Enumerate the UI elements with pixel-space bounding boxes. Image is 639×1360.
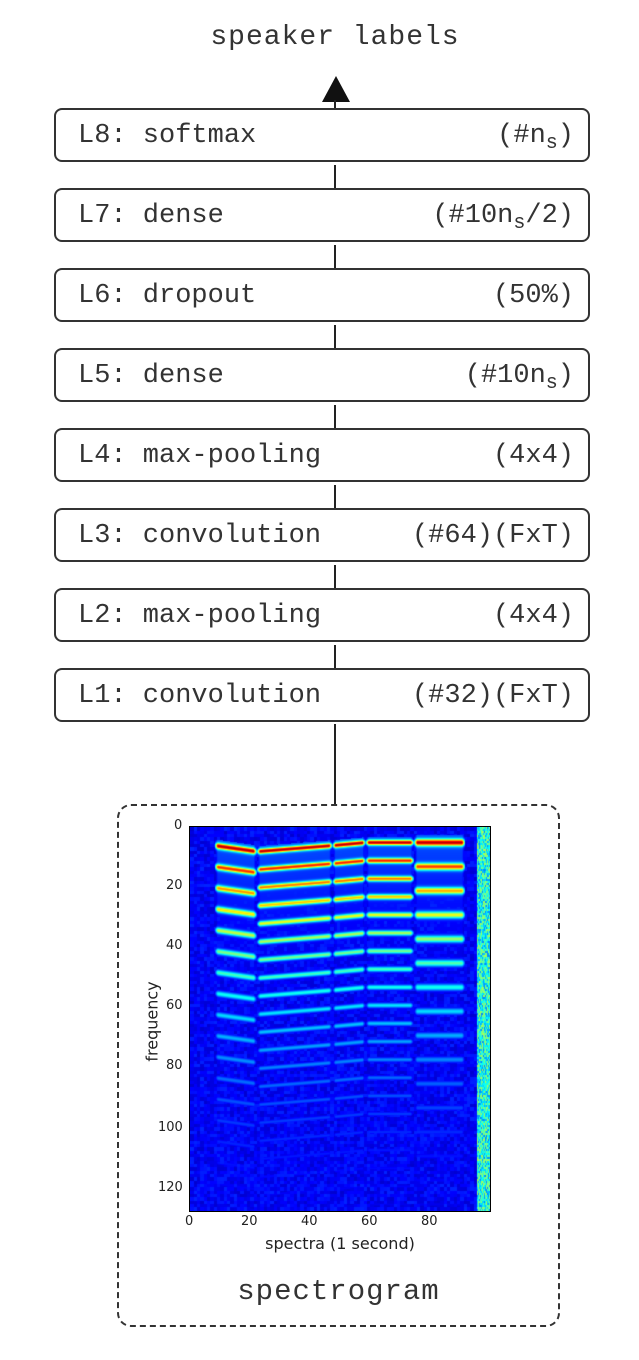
layer-box-l3: L3: convolution (#64)(FxT) (54, 508, 590, 562)
layer-name: L3: convolution (78, 521, 322, 551)
layer-box-l8: L8: softmax (#ns) (54, 108, 590, 162)
connector (334, 405, 336, 429)
spectrogram-heatmap (190, 827, 490, 1211)
output-label: speaker labels (210, 22, 460, 53)
x-tick-label: 40 (301, 1214, 318, 1229)
connector (334, 325, 336, 349)
layer-name: L1: convolution (78, 681, 322, 711)
layer-param: (50%) (492, 281, 574, 311)
x-tick-label: 20 (241, 1214, 258, 1229)
y-tick-label: 0 (174, 818, 183, 833)
connector (334, 565, 336, 589)
layer-name: L2: max-pooling (78, 601, 322, 631)
connector (334, 165, 336, 189)
layer-param: (#64)(FxT) (411, 521, 574, 551)
layer-param: (#10ns/2) (432, 201, 574, 235)
layer-box-l6: L6: dropout (50%) (54, 268, 590, 322)
y-tick-label: 20 (166, 878, 183, 893)
layer-name: L7: dense (78, 201, 224, 231)
layer-param: (4x4) (492, 601, 574, 631)
x-axis-label: spectra (1 second) (265, 1234, 415, 1253)
layer-name: L8: softmax (78, 121, 257, 151)
layer-box-l2: L2: max-pooling (4x4) (54, 588, 590, 642)
layer-box-l4: L4: max-pooling (4x4) (54, 428, 590, 482)
x-tick-label: 60 (361, 1214, 378, 1229)
y-axis-label: frequency (142, 981, 162, 1062)
layer-box-l1: L1: convolution (#32)(FxT) (54, 668, 590, 722)
connector (334, 245, 336, 269)
y-tick-label: 60 (166, 998, 183, 1013)
input-label: spectrogram (237, 1275, 440, 1308)
layer-param: (#ns) (497, 121, 574, 155)
connector (334, 645, 336, 669)
connector (334, 485, 336, 509)
layer-name: L5: dense (78, 361, 224, 391)
layer-box-l7: L7: dense (#10ns/2) (54, 188, 590, 242)
input-container (117, 804, 560, 1327)
layer-param: (#32)(FxT) (411, 681, 574, 711)
x-tick-label: 0 (185, 1214, 194, 1229)
x-tick-label: 80 (421, 1214, 438, 1229)
layer-box-l5: L5: dense (#10ns) (54, 348, 590, 402)
layer-param: (4x4) (492, 441, 574, 471)
y-tick-label: 120 (158, 1180, 183, 1195)
layer-name: L6: dropout (78, 281, 257, 311)
layer-name: L4: max-pooling (78, 441, 322, 471)
layer-param: (#10ns) (464, 361, 574, 395)
connector (334, 100, 336, 108)
connector (334, 724, 336, 804)
y-tick-label: 100 (158, 1120, 183, 1135)
spectrogram-plot (189, 826, 491, 1212)
y-tick-label: 40 (166, 938, 183, 953)
y-tick-label: 80 (166, 1058, 183, 1073)
output-arrow-head (322, 76, 350, 102)
